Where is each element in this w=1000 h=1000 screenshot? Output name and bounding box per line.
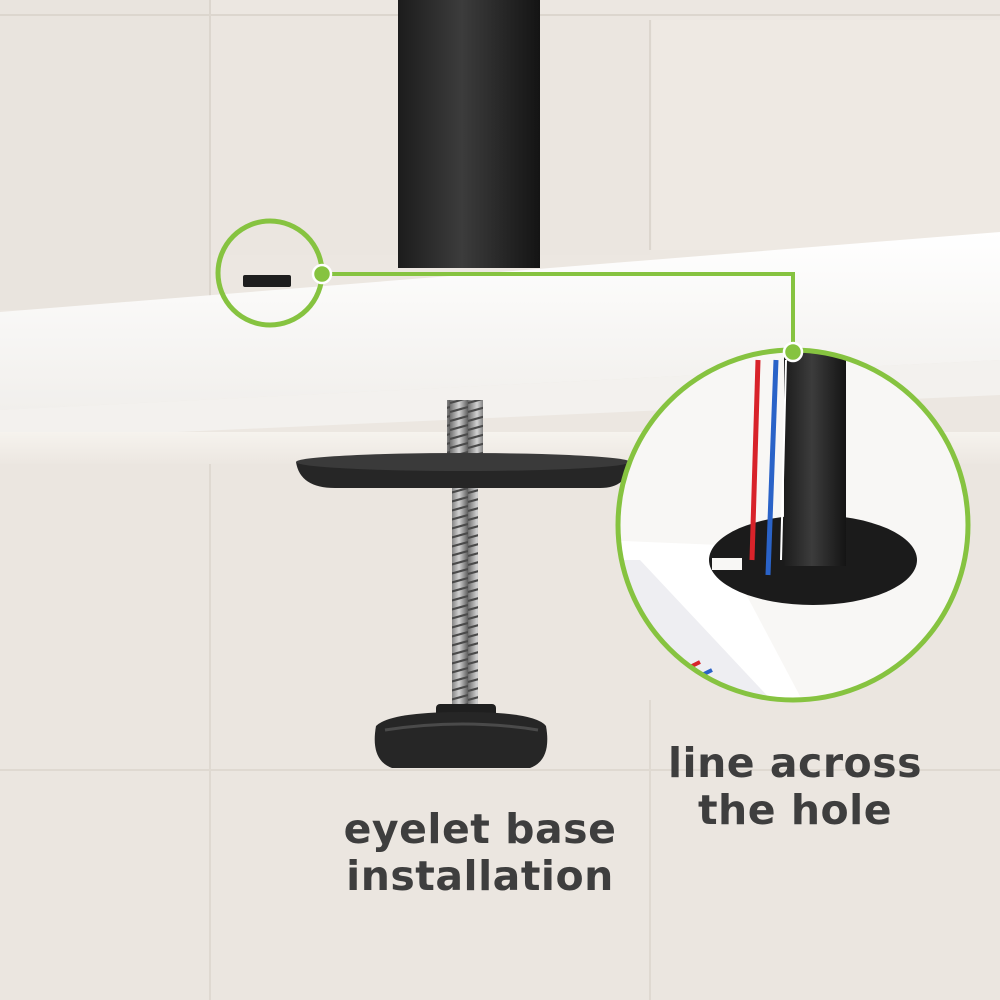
left-callout-circle [215, 218, 333, 328]
eyelet-caption-line2: installation [346, 852, 614, 900]
eyelet-caption: eyelet base installation [300, 806, 660, 900]
cable-caption-line1: line across [667, 739, 923, 787]
callout-connector-line [322, 272, 795, 352]
eyelet-caption-line1: eyelet base [343, 805, 617, 853]
cable-clip [243, 275, 291, 287]
mount-pole [398, 0, 540, 268]
cable-caption-line2: the hole [697, 786, 893, 834]
clamp-hardware [296, 400, 630, 768]
cable-caption: line across the hole [630, 740, 960, 834]
